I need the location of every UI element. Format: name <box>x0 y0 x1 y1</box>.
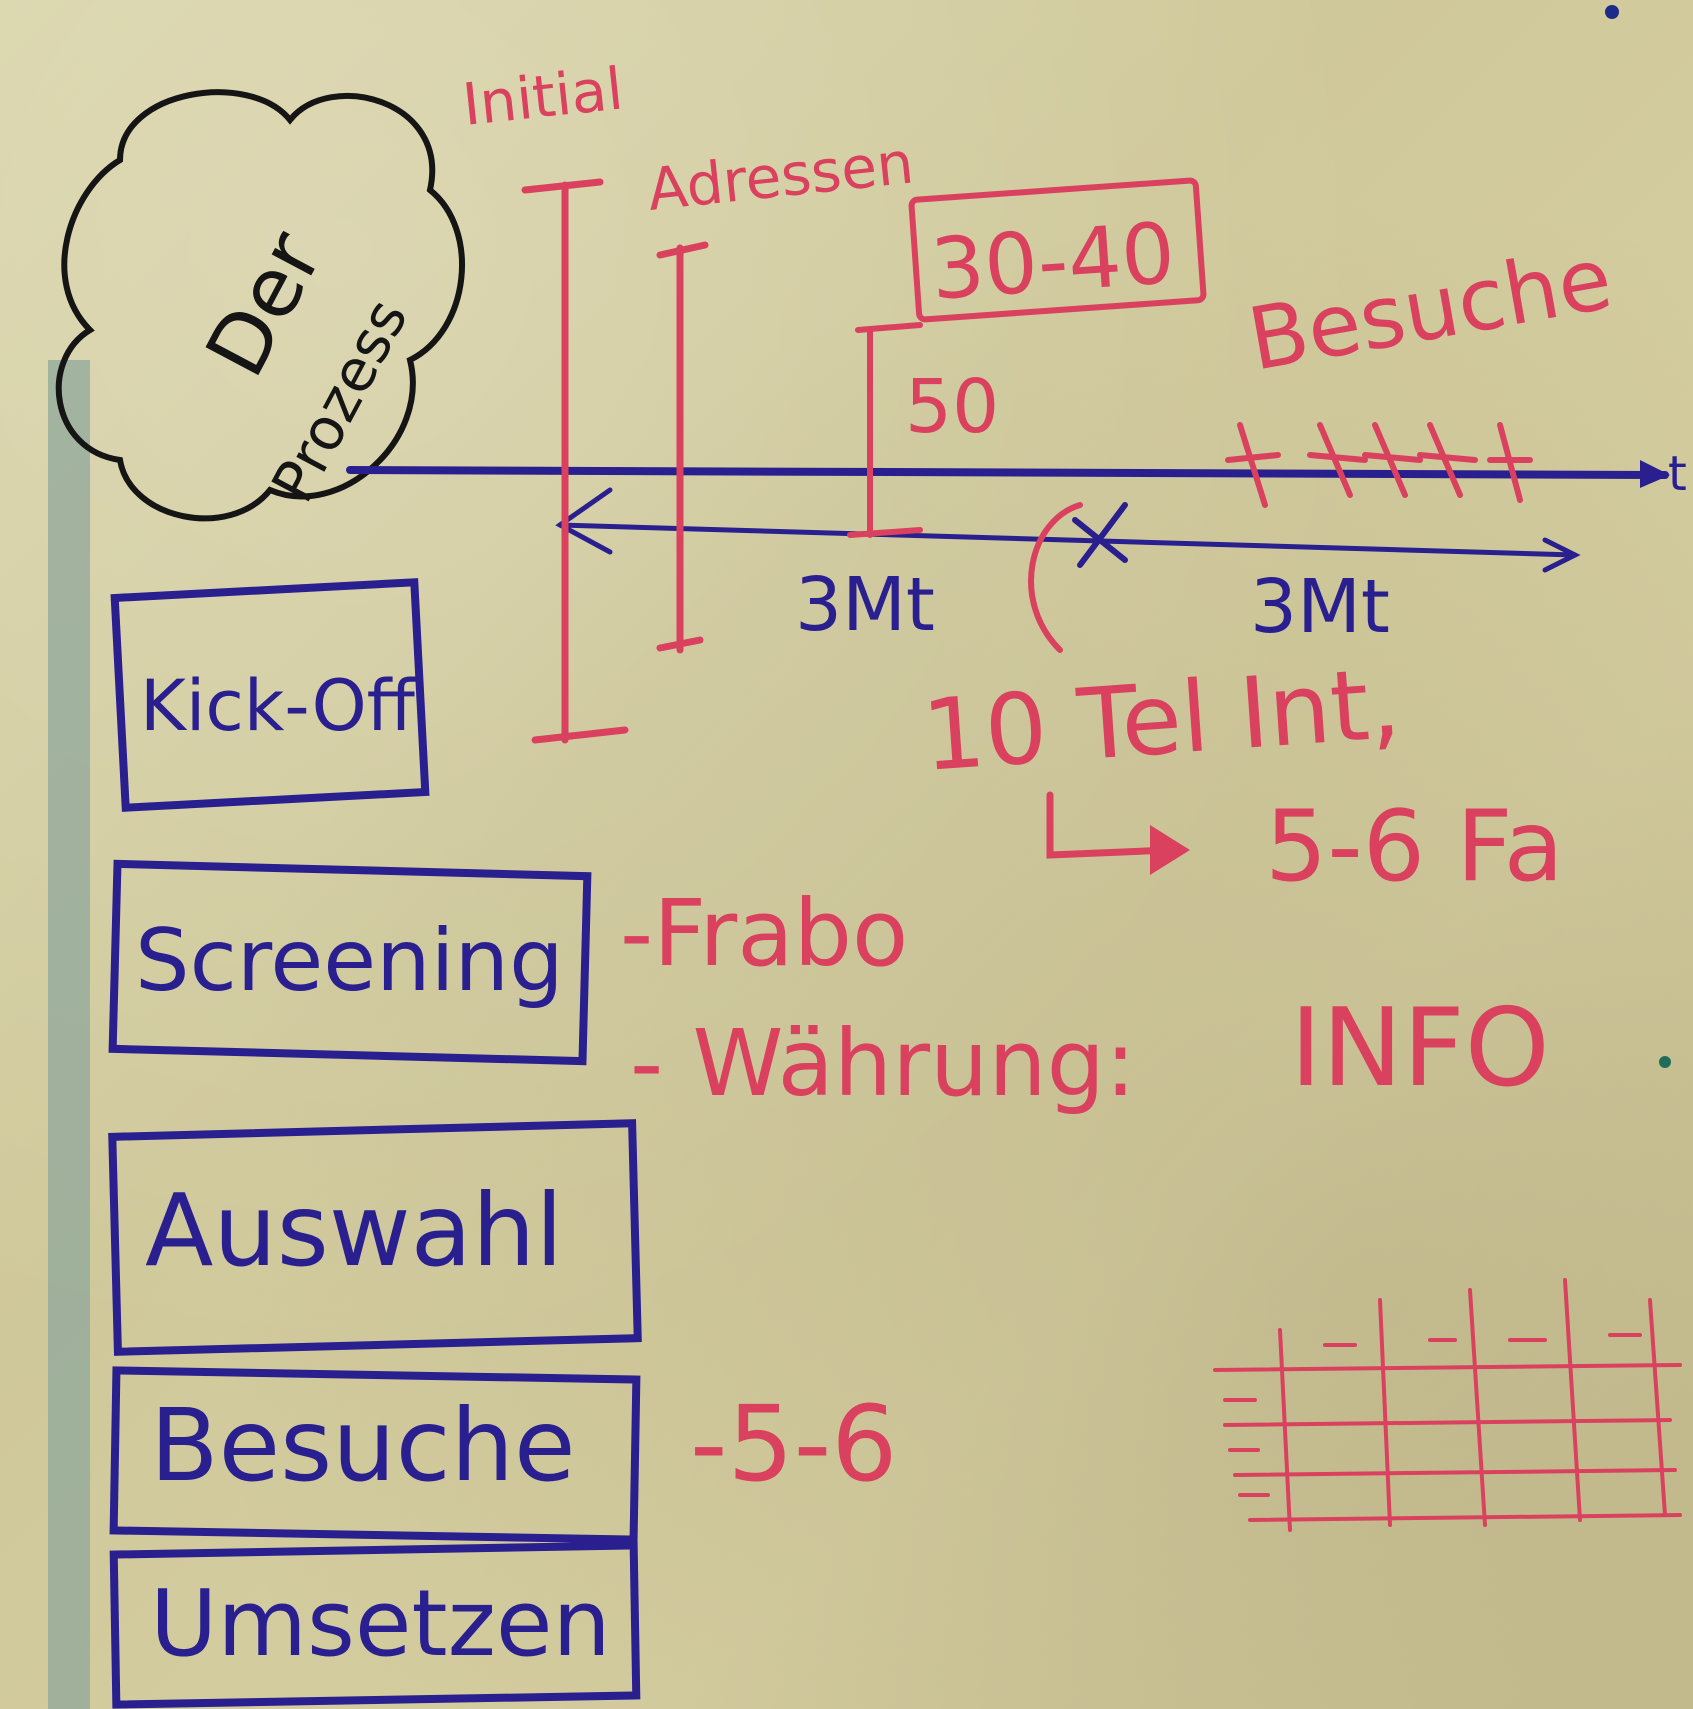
decision-mark <box>1072 502 1128 568</box>
duration-arrow-line <box>557 522 1578 558</box>
result-arrow <box>1046 791 1174 859</box>
note-frabo: -Frabo <box>620 880 908 987</box>
timeline-end-label: t <box>1668 446 1687 502</box>
duration-arrow-right-head <box>1542 537 1581 573</box>
sketch-grid <box>1213 1278 1682 1532</box>
decision-arc <box>1028 502 1083 653</box>
bracket-initial <box>521 178 629 744</box>
note-info: INFO <box>1290 986 1550 1111</box>
visit-marks <box>1225 422 1533 508</box>
box-30-40 <box>908 177 1207 323</box>
phase-label-kickoff: Kick-Off <box>140 665 417 747</box>
label-adressen: Adressen <box>644 128 916 223</box>
bracket-50 <box>847 322 923 538</box>
phase-label-besuche: Besuche <box>150 1387 576 1504</box>
result-arrow-head <box>1150 825 1190 875</box>
label-3mt-left: 3Mt <box>795 562 935 648</box>
pin-top-right <box>1605 5 1619 19</box>
label-fa-result: 5-6 Fa <box>1265 790 1564 904</box>
phase-box-kickoff: Kick-Off <box>110 578 430 812</box>
phase-label-auswahl: Auswahl <box>145 1172 563 1289</box>
cloud-shape <box>55 89 466 522</box>
label-3mt-right: 3Mt <box>1250 564 1390 650</box>
phase-label-umsetzen: Umsetzen <box>150 1570 611 1677</box>
label-besuche-top: Besuche <box>1241 229 1619 391</box>
phase-box-umsetzen: Umsetzen <box>109 1541 641 1709</box>
timeline-axis <box>346 466 1669 479</box>
pin-right <box>1659 1056 1671 1068</box>
bracket-adressen <box>656 241 709 654</box>
note-waehrung: - Währung: <box>630 1010 1136 1117</box>
cloud-label-line1: Der <box>188 217 341 392</box>
tape-strip <box>48 360 90 1709</box>
phase-box-auswahl: Auswahl <box>108 1119 642 1356</box>
note-besuche-count: -5-6 <box>690 1383 897 1505</box>
label-30-40: 30-40 <box>928 204 1178 319</box>
label-50: 50 <box>905 364 999 450</box>
label-initial: Initial <box>459 55 626 139</box>
duration-arrow-left-head <box>555 487 613 555</box>
label-tel-int: 10 Tel Int, <box>919 647 1404 794</box>
timeline-arrow-head <box>1640 460 1670 488</box>
phase-box-screening: Screening <box>108 859 592 1066</box>
phase-label-screening: Screening <box>135 911 564 1011</box>
phase-box-besuche: Besuche <box>109 1366 641 1544</box>
